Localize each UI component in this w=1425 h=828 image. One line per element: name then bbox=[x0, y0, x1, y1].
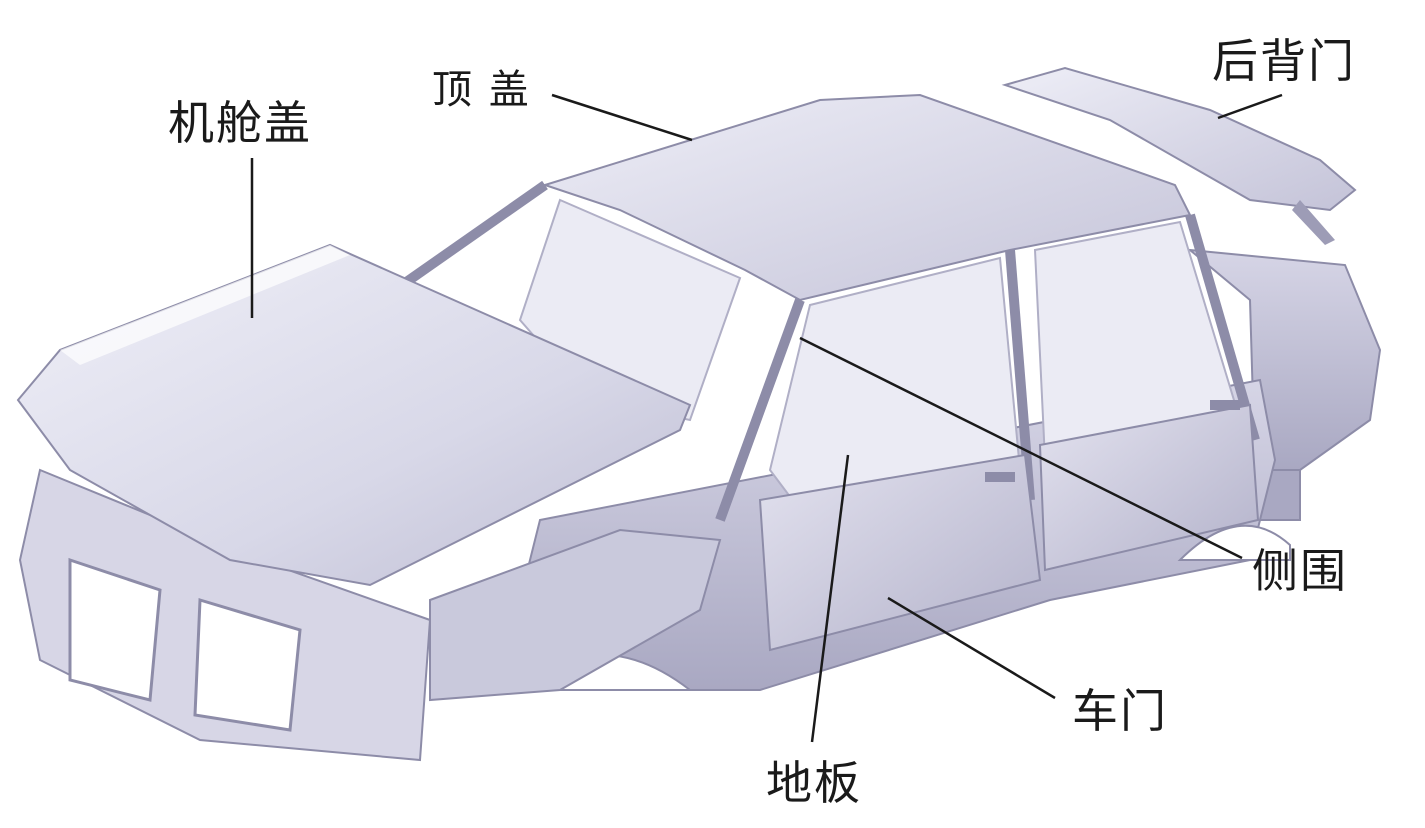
leader-line-tailgate bbox=[1218, 95, 1282, 118]
label-side-frame: 侧围 bbox=[1252, 548, 1348, 594]
label-door: 车门 bbox=[1072, 688, 1168, 734]
label-hood: 机舱盖 bbox=[168, 100, 312, 146]
leader-line-roof bbox=[552, 95, 692, 140]
label-floor: 地板 bbox=[766, 760, 862, 806]
label-roof: 顶 盖 bbox=[432, 70, 531, 110]
label-tailgate: 后背门 bbox=[1212, 38, 1356, 84]
